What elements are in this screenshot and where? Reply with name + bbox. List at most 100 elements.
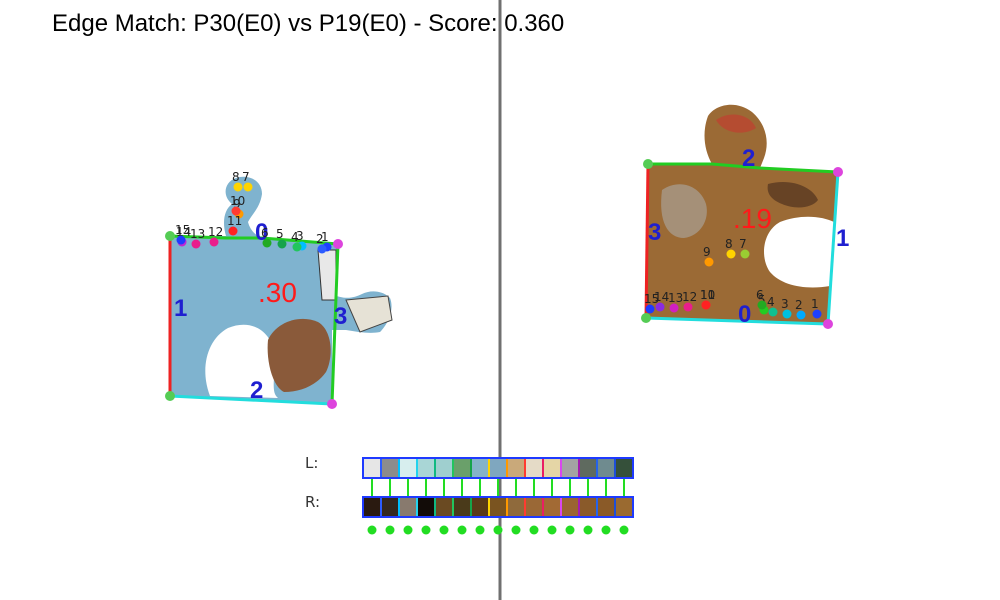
right-edge-0-line <box>645 316 829 326</box>
match-indicator-dot <box>493 525 503 535</box>
right-sample-point <box>655 302 665 312</box>
right-color-swatch <box>362 496 382 518</box>
right-corner-marker <box>641 313 651 323</box>
left-color-swatch <box>470 457 490 479</box>
left-sample-point <box>233 182 243 192</box>
left-edge-3-label: 3 <box>334 303 347 330</box>
right-sample-point-label: 4 <box>767 295 775 309</box>
match-indicator-dot <box>565 525 575 535</box>
left-sample-point-label: 15 <box>175 223 190 237</box>
right-color-swatch <box>524 496 544 518</box>
right-edge-0-label: 0 <box>738 301 751 328</box>
left-sample-point-label: 3 <box>296 229 304 243</box>
left-corner-marker <box>333 239 343 249</box>
right-color-swatch <box>614 496 634 518</box>
right-color-swatch <box>560 496 580 518</box>
right-piece-id: .19 <box>733 203 772 234</box>
left-piece-id: .30 <box>258 277 297 308</box>
match-indicator-dot <box>457 525 467 535</box>
left-color-swatch <box>506 457 526 479</box>
left-sample-point-label: 10 <box>230 194 245 208</box>
match-indicator-dot <box>403 525 413 535</box>
left-edge-2-line <box>169 394 333 406</box>
left-color-swatch <box>542 457 562 479</box>
match-indicator-dot <box>421 525 431 535</box>
left-edge-2-label: 2 <box>250 377 263 404</box>
left-color-swatch <box>578 457 598 479</box>
match-title: Edge Match: P30(E0) vs P19(E0) - Score: … <box>52 10 564 37</box>
right-edge-1-line <box>826 171 840 325</box>
right-edge-1-label: 1 <box>836 225 849 252</box>
match-indicator-dot <box>619 525 629 535</box>
left-color-swatch <box>614 457 634 479</box>
left-swatch-row-frame <box>362 457 634 479</box>
right-color-swatch <box>506 496 526 518</box>
right-edge-3-label: 3 <box>648 219 661 246</box>
left-sample-point-label: 13 <box>190 227 205 241</box>
right-sample-point <box>701 300 711 310</box>
right-piece-body <box>646 104 838 324</box>
left-edge-3-line <box>330 243 340 405</box>
right-edge-3-line <box>644 163 650 319</box>
right-color-swatch <box>434 496 454 518</box>
right-sample-point <box>796 310 806 320</box>
color-comparison: L: R: <box>305 454 634 535</box>
right-sample-point <box>768 307 778 317</box>
left-color-swatch <box>596 457 616 479</box>
left-color-swatch <box>380 457 400 479</box>
right-sample-point <box>757 300 767 310</box>
left-sample-point-label: 5 <box>276 227 284 241</box>
left-sample-point-label: 7 <box>242 170 250 184</box>
left-sample-point <box>231 206 241 216</box>
left-color-swatch <box>452 457 472 479</box>
swatch-rows <box>362 457 634 535</box>
left-sample-point-label: 2 <box>316 232 324 246</box>
right-color-swatch <box>380 496 400 518</box>
right-sample-point <box>645 304 655 314</box>
right-piece-texture <box>661 184 707 238</box>
right-sample-point-label: 11 <box>700 288 715 302</box>
left-piece-figure <box>267 318 331 392</box>
left-sample-point <box>317 244 327 254</box>
right-sample-point <box>704 257 714 267</box>
left-edge-0-line <box>169 234 339 246</box>
left-sample-point <box>191 239 201 249</box>
left-sample-point <box>176 235 186 245</box>
match-indicator-dot <box>529 525 539 535</box>
right-row-label: R: <box>305 493 320 511</box>
left-color-swatch <box>416 457 436 479</box>
right-color-swatch <box>398 496 418 518</box>
left-color-swatch <box>560 457 580 479</box>
right-sample-point <box>669 303 679 313</box>
right-sample-point-label: 15 <box>644 292 659 306</box>
right-sample-point-label: 14 <box>654 290 669 304</box>
right-sample-point <box>683 302 693 312</box>
left-sample-point-label: 6 <box>261 226 269 240</box>
match-indicator-dot <box>439 525 449 535</box>
match-indicator-dot <box>475 525 485 535</box>
right-piece-tab-pattern <box>716 114 756 133</box>
left-sample-point-label: 11 <box>227 214 242 228</box>
right-sample-point-label: 3 <box>781 297 789 311</box>
left-sample-point-label: 1 <box>321 230 329 244</box>
match-indicator-dot <box>547 525 557 535</box>
left-sample-point <box>243 182 253 192</box>
left-corner-marker <box>165 391 175 401</box>
right-color-swatch <box>452 496 472 518</box>
right-sample-point-label: 2 <box>795 298 803 312</box>
right-sample-point-label: 8 <box>725 237 733 251</box>
left-color-swatch <box>524 457 544 479</box>
left-color-swatch <box>434 457 454 479</box>
right-sample-point-label: 10 <box>700 288 715 302</box>
left-color-swatch <box>488 457 508 479</box>
left-corner-marker <box>165 231 175 241</box>
left-sample-point-label: 4 <box>291 230 299 244</box>
left-sample-point-label: 12 <box>208 225 223 239</box>
right-color-swatch <box>470 496 490 518</box>
right-sample-point <box>740 249 750 259</box>
